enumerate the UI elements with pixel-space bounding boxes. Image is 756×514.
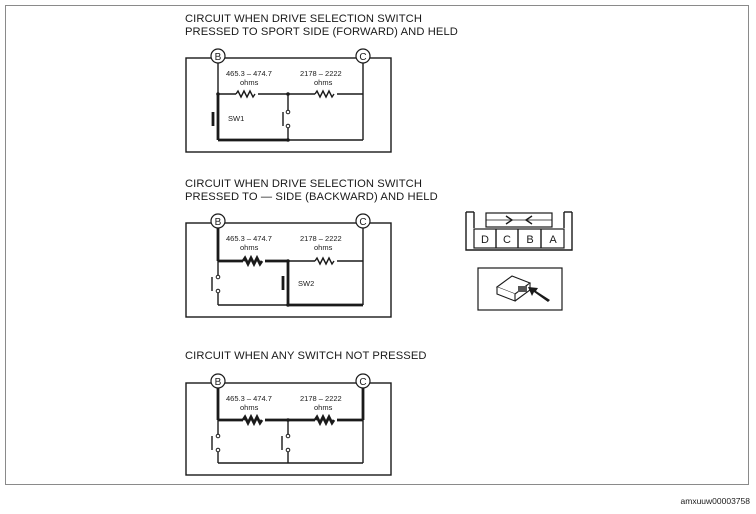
circuit3-resistor2-icon	[313, 413, 336, 427]
circuit2-title-line1: CIRCUIT WHEN DRIVE SELECTION SWITCH	[185, 178, 423, 190]
circuit1-node-c-label: C	[359, 52, 366, 63]
circuit1-r1-unit: ohms	[240, 78, 259, 87]
connector-pin-a: A	[549, 234, 557, 246]
circuit3: B C 465.3 – 474.7 ohms 2178 – 2222 ohms	[185, 373, 392, 476]
circuit2-r1-unit: ohms	[240, 243, 259, 252]
circuit2-outer-frame	[185, 222, 392, 318]
circuit3-node-c-label: C	[359, 377, 366, 388]
arrow-icon	[528, 287, 550, 302]
circuit3-title-line1: CIRCUIT WHEN ANY SWITCH NOT PRESSED	[185, 350, 427, 362]
circuit1-r1-value: 465.3 – 474.7	[226, 69, 272, 78]
circuit1-title-line2: PRESSED TO SPORT SIDE (FORWARD) AND HELD	[185, 26, 458, 38]
circuit3-r1-value: 465.3 – 474.7	[226, 394, 272, 403]
figure-id: amxuuw00003758	[680, 496, 750, 506]
connector-face-icon: D C B A	[465, 211, 573, 251]
circuit1-switch-label: SW1	[228, 114, 244, 123]
circuit2-r1-value: 465.3 – 474.7	[226, 234, 272, 243]
circuit2: B C 465.3 – 474.7 ohms 2178 – 2222 ohms …	[185, 213, 392, 318]
circuit1-resistor1-icon	[235, 89, 256, 99]
connector-pin-c: C	[503, 234, 511, 246]
circuit1-outer-frame	[185, 57, 392, 153]
circuit2-title-line2: PRESSED TO — SIDE (BACKWARD) AND HELD	[185, 191, 438, 203]
circuit1-r2-value: 2178 – 2222	[300, 69, 342, 78]
connector-pin-b: B	[526, 234, 533, 246]
circuit2-resistor1-icon	[241, 254, 264, 268]
connector-pin-d: D	[481, 234, 489, 246]
circuit1-node-b-label: B	[215, 52, 222, 63]
circuit2-node-b-label: B	[215, 217, 222, 228]
diagram-frame	[5, 5, 749, 485]
circuit2-node-c-label: C	[359, 217, 366, 228]
circuit3-r2-unit: ohms	[314, 403, 333, 412]
circuit1: B C 465.3 – 474.7 ohms 2178 – 2222 ohms …	[185, 48, 392, 153]
circuit1-title-line1: CIRCUIT WHEN DRIVE SELECTION SWITCH	[185, 13, 423, 25]
circuit3-r2-value: 2178 – 2222	[300, 394, 342, 403]
circuit1-r2-unit: ohms	[314, 78, 333, 87]
circuit2-switch-label: SW2	[298, 279, 314, 288]
circuit3-outer-frame	[185, 382, 392, 476]
circuit3-r1-unit: ohms	[240, 403, 259, 412]
circuit3-node-b-label: B	[215, 377, 222, 388]
circuit3-resistor1-icon	[241, 413, 264, 427]
circuit2-r2-value: 2178 – 2222	[300, 234, 342, 243]
connector-plug-view	[477, 267, 563, 311]
circuit2-r2-unit: ohms	[314, 243, 333, 252]
circuit2-resistor2-icon	[314, 256, 335, 266]
circuit1-resistor2-icon	[314, 89, 335, 99]
